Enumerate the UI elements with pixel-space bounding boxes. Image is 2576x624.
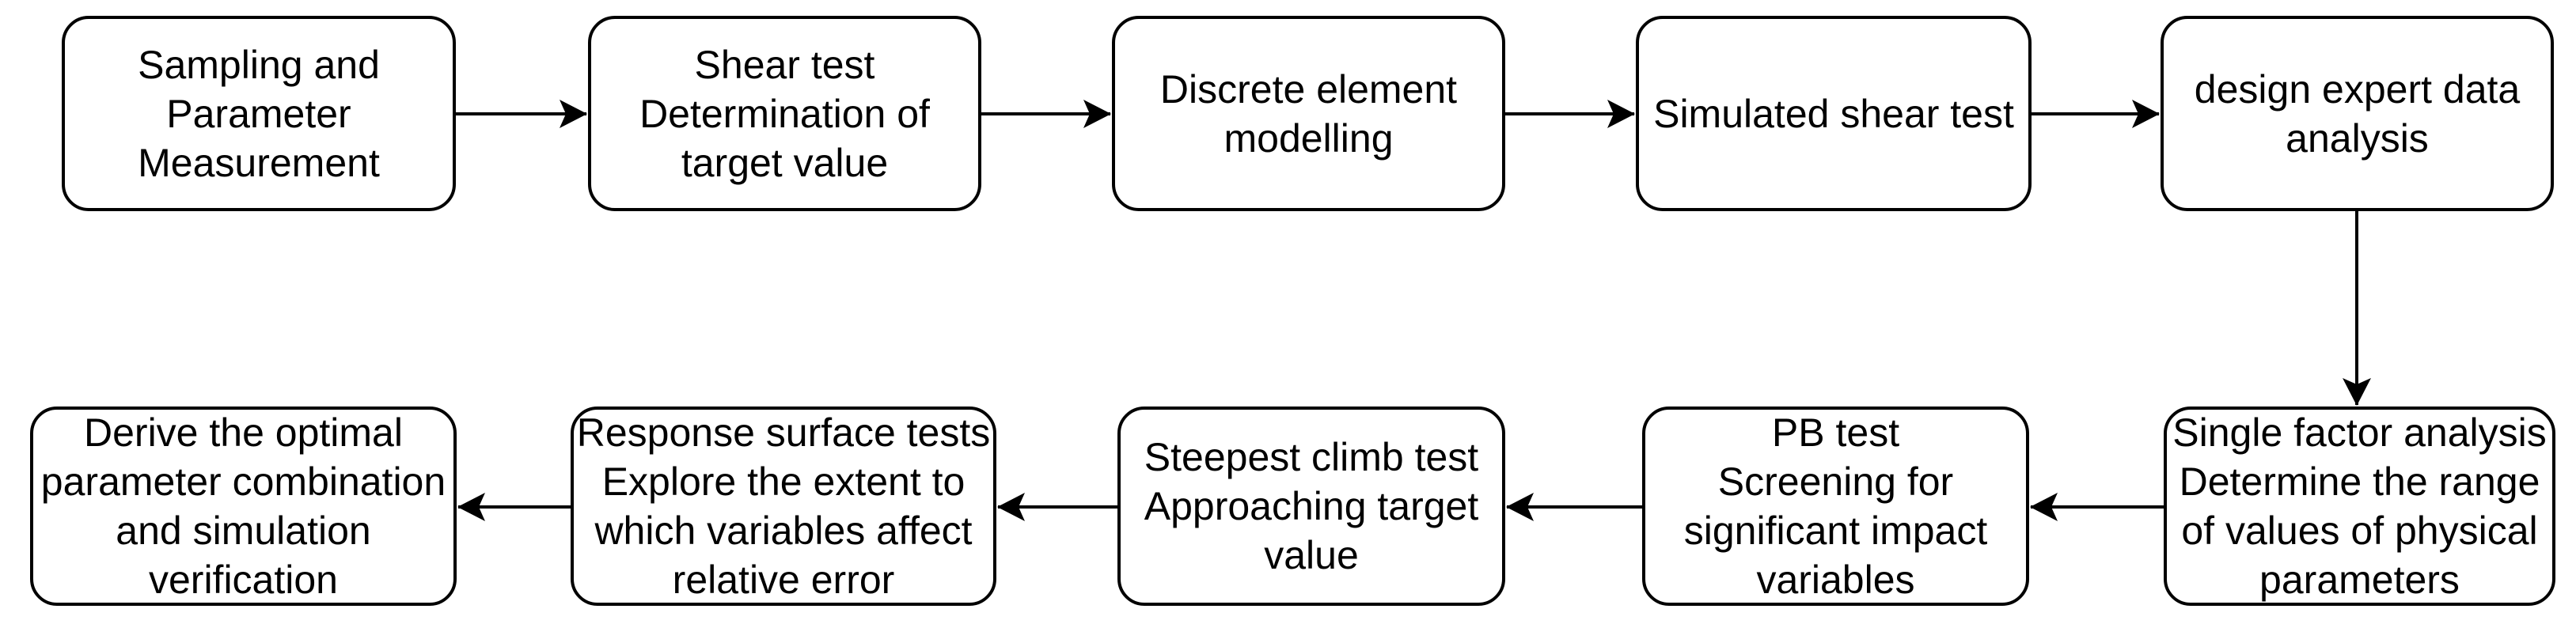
flow-box-steepest-climb-test: Steepest climb test Approaching target v… bbox=[1117, 407, 1505, 606]
flow-box-response-surface-tests: Response surface tests Explore the exten… bbox=[571, 407, 996, 606]
flow-box-derive-optimal-label: Derive the optimal parameter combination… bbox=[40, 410, 446, 602]
flow-box-design-expert-label: design expert data analysis bbox=[2194, 66, 2521, 161]
flow-box-simulated-shear-test-label: Simulated shear test bbox=[1653, 91, 2014, 136]
flow-box-shear-test-label: Shear test Determination of target value bbox=[639, 42, 930, 185]
flow-box-response-surface-tests-label: Response surface tests Explore the exten… bbox=[576, 410, 991, 602]
flow-box-sampling-label: Sampling and Parameter Measurement bbox=[138, 42, 380, 185]
flow-box-pb-test-label: PB test Screening for significant impact… bbox=[1683, 410, 1988, 602]
flow-box-discrete-element-modelling-label: Discrete element modelling bbox=[1159, 66, 1458, 161]
flow-box-design-expert: design expert data analysis bbox=[2161, 16, 2554, 211]
flow-box-pb-test: PB test Screening for significant impact… bbox=[1642, 407, 2029, 606]
flow-box-derive-optimal: Derive the optimal parameter combination… bbox=[30, 407, 457, 606]
flow-box-discrete-element-modelling: Discrete element modelling bbox=[1112, 16, 1505, 211]
flow-box-shear-test: Shear test Determination of target value bbox=[588, 16, 981, 211]
flow-box-steepest-climb-test-label: Steepest climb test Approaching target v… bbox=[1144, 435, 1479, 577]
flow-box-simulated-shear-test: Simulated shear test bbox=[1636, 16, 2032, 211]
flow-box-sampling: Sampling and Parameter Measurement bbox=[62, 16, 456, 211]
flow-box-single-factor-analysis: Single factor analysis Determine the ran… bbox=[2164, 407, 2555, 606]
flow-box-single-factor-analysis-label: Single factor analysis Determine the ran… bbox=[2172, 410, 2547, 602]
